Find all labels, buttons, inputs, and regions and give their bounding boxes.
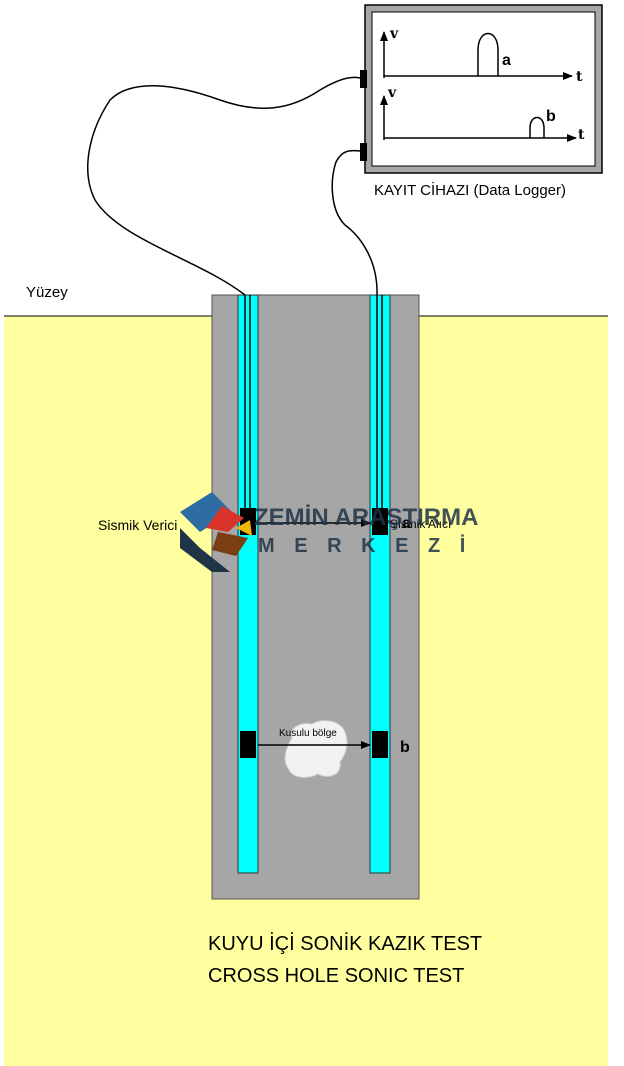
defect-label: Kusulu bölge	[279, 728, 337, 739]
logo-red-chevron	[206, 506, 244, 532]
watermark-line-2: M E R K E Z İ	[258, 534, 472, 557]
left-access-tube	[237, 294, 259, 874]
graph-a-x-label: t	[576, 69, 583, 85]
transmitter-probe-b	[240, 731, 256, 758]
transmitter-label: Sismik Verici	[98, 517, 177, 533]
logo-brown-chevron	[212, 532, 248, 556]
graph-a-y-label: v	[389, 26, 399, 42]
graph-b-y-label: v	[387, 85, 397, 101]
graph-b-x-label: t	[578, 127, 585, 143]
position-b-label: b	[400, 739, 410, 756]
logo-yellow-chevron	[236, 520, 252, 536]
receiver-probe-b	[372, 731, 388, 758]
logo-blue-chevron	[180, 492, 232, 532]
caption-line-1: KUYU İÇİ SONİK KAZIK TEST	[208, 932, 482, 955]
position-a-label: a	[402, 515, 411, 532]
logger-connector-a	[360, 70, 367, 88]
right-access-tube	[369, 294, 391, 874]
surface-label: Yüzey	[26, 284, 68, 301]
logo-navy-chevron	[180, 528, 230, 572]
receiver-label: Sismik Alıcı	[390, 517, 451, 531]
graph-b-pulse-label: b	[546, 108, 556, 125]
data-logger-screen	[371, 11, 596, 167]
cable-transmitter-to-logger	[87, 76, 361, 296]
receiver-probe-a	[372, 508, 388, 535]
watermark-line-1: ZEMİN ARAŞTIRMA	[254, 504, 478, 531]
graph-a-pulse	[477, 32, 499, 76]
caption-line-2: CROSS HOLE SONIC TEST	[208, 965, 464, 987]
defect-zone	[284, 720, 348, 778]
data-logger-title: KAYIT CİHAZI (Data Logger)	[374, 181, 566, 199]
cable-receiver-to-logger	[331, 149, 378, 296]
zemin-logo-watermark: ZEMİN ARAŞTIRMA M E R K E Z İ	[180, 492, 478, 572]
logger-connector-b	[360, 143, 367, 161]
graph-a-pulse-label: a	[502, 52, 511, 69]
graph-b-pulse	[529, 116, 545, 138]
